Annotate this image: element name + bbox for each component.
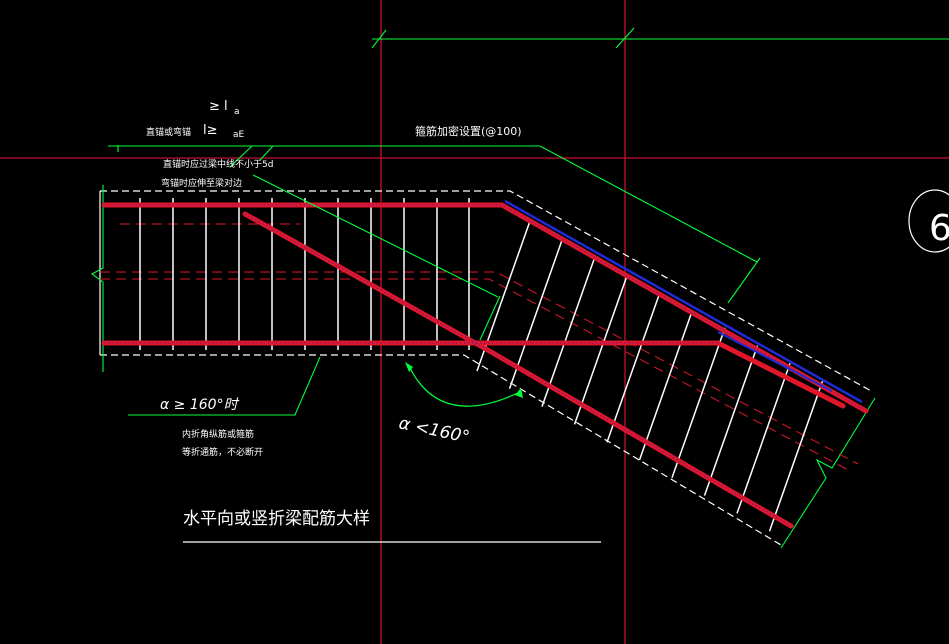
annotations: ≥ l a l≥ aE 直锚或弯锚 直锚时应过梁中线不小于5d 弯锚时应伸至梁对… — [146, 99, 601, 543]
label-inner-note-1: 内折角纵筋或箍筋 — [182, 428, 254, 440]
inner-corner-rebar — [242, 211, 489, 352]
label-stirrup-note: 箍筋加密设置(@100) — [415, 124, 522, 138]
label-anchor-note-1: 直锚时应过梁中线不小于5d — [163, 158, 273, 170]
axis-bubble-label: 6 — [929, 208, 949, 249]
blue-top-bar — [504, 199, 863, 404]
angle-arc — [408, 365, 521, 407]
stirrup — [703, 345, 759, 496]
stirrup — [508, 238, 564, 390]
label-lae-sub: aE — [233, 130, 245, 140]
blue-inner-bar — [717, 331, 833, 392]
stirrup — [606, 291, 661, 443]
stirrup — [768, 380, 824, 532]
break-symbols — [90, 185, 876, 549]
rebar-dots — [104, 204, 867, 527]
stirrup — [671, 327, 726, 479]
label-lae: l≥ — [203, 123, 218, 138]
drawing-title: 水平向或竖折梁配筋大样 — [183, 509, 370, 529]
label-anchor-note-2: 弯锚时应伸至梁对边 — [161, 177, 242, 189]
beam-centerlines — [100, 223, 859, 473]
stirrup — [736, 363, 791, 514]
stirrups-inclined — [476, 220, 824, 532]
angle-arrow-left — [405, 362, 413, 372]
label-alpha-ge: α ≥ 160°时 — [160, 397, 240, 413]
stirrup — [638, 309, 694, 461]
label-inner-note-2: 等折通筋，不必断开 — [182, 446, 263, 458]
top-dimension — [371, 27, 949, 49]
inclined-mid-rebar — [715, 340, 846, 409]
stirrups-straight — [139, 198, 470, 350]
stirrup — [541, 256, 596, 407]
label-anchor-type: 直锚或弯锚 — [146, 126, 191, 138]
label-la-sub: a — [234, 107, 240, 117]
stirrup — [573, 274, 629, 425]
label-la: ≥ l — [209, 99, 228, 114]
stirrup — [476, 220, 531, 372]
beam-outline — [99, 190, 874, 546]
leaders — [108, 145, 761, 416]
angle-arrow-right — [515, 388, 523, 398]
axis-bubble: 6 — [908, 189, 949, 253]
label-alpha-lt: α <160° — [397, 413, 471, 447]
top-rebar — [101, 202, 869, 414]
rebars — [101, 202, 869, 529]
